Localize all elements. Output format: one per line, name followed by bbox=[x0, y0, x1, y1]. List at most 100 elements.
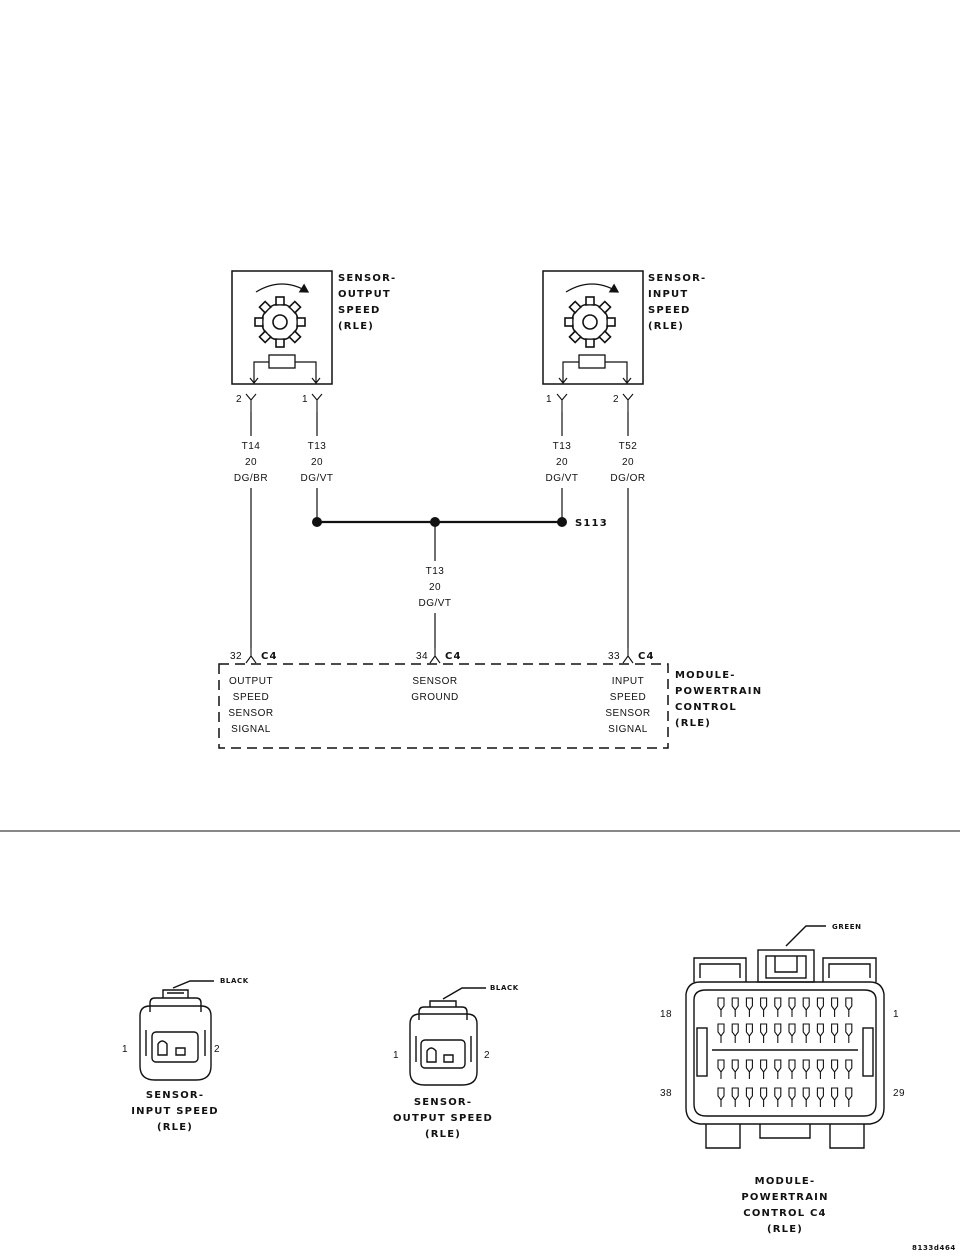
cavity-terminal bbox=[845, 1087, 853, 1107]
connector-terminal bbox=[622, 393, 634, 412]
pcm-c4-connector-view: GREEN 18 1 38 29 MODULE- POWERTRAIN CONT… bbox=[660, 923, 905, 1235]
cavity-terminal bbox=[774, 997, 782, 1017]
input-sensor-title: (RLE) bbox=[648, 321, 684, 332]
pin-function: SENSOR bbox=[228, 708, 273, 719]
output-speed-sensor: SENSOR- OUTPUT SPEED (RLE) 2 1 bbox=[231, 270, 395, 412]
connector-title: INPUT SPEED bbox=[131, 1106, 219, 1117]
cavity-terminal bbox=[816, 1059, 824, 1079]
cavity-label: 18 bbox=[660, 1009, 672, 1020]
input-sensor-title: SENSOR- bbox=[648, 273, 706, 284]
cavity-terminal bbox=[788, 1087, 796, 1107]
cavity-terminal bbox=[831, 1023, 839, 1043]
cavity-terminal bbox=[816, 1087, 824, 1107]
pin-number: 2 bbox=[613, 394, 619, 405]
cavity-terminal bbox=[717, 997, 725, 1017]
cavity-terminal bbox=[760, 1059, 768, 1079]
cavity-terminal bbox=[845, 1059, 853, 1079]
cavity-terminal bbox=[831, 1059, 839, 1079]
cavity-terminal bbox=[845, 1023, 853, 1043]
cavity-terminal bbox=[831, 997, 839, 1017]
wire-gauge: 20 bbox=[556, 457, 568, 468]
pin-function: SENSOR bbox=[412, 676, 457, 687]
module-title: CONTROL bbox=[675, 702, 737, 713]
gear-icon bbox=[254, 296, 306, 348]
connector-id: C4 bbox=[445, 651, 462, 662]
cavity-terminal bbox=[845, 997, 853, 1017]
splice-dot bbox=[430, 517, 440, 527]
input-speed-sensor: SENSOR- INPUT SPEED (RLE) 1 2 bbox=[542, 270, 706, 412]
pin-number: 34 bbox=[416, 651, 428, 662]
connector-title: CONTROL C4 bbox=[743, 1208, 826, 1219]
splice-label: S113 bbox=[575, 518, 608, 529]
cavity-terminal bbox=[802, 1059, 810, 1079]
connector-id: C4 bbox=[261, 651, 278, 662]
pin-function: SPEED bbox=[610, 692, 646, 703]
output-sensor-title: (RLE) bbox=[338, 321, 374, 332]
pcm-pin-grid bbox=[717, 997, 853, 1107]
wire-circuit: T14 bbox=[242, 441, 261, 452]
cavity-label: 1 bbox=[893, 1009, 899, 1020]
wire-circuit: T52 bbox=[619, 441, 638, 452]
pin-number: 1 bbox=[546, 394, 552, 405]
cavity-label: 29 bbox=[893, 1088, 905, 1099]
cavity-terminal bbox=[731, 1059, 739, 1079]
pin-function: INPUT bbox=[612, 676, 645, 687]
cavity-terminal bbox=[788, 1059, 796, 1079]
cavity-terminal bbox=[816, 997, 824, 1017]
connector-color: GREEN bbox=[832, 923, 862, 931]
cavity-terminal bbox=[802, 1087, 810, 1107]
wire-circuit: T13 bbox=[426, 566, 445, 577]
module-title: MODULE- bbox=[675, 670, 736, 681]
pin-number: 2 bbox=[484, 1050, 490, 1061]
connector-title: (RLE) bbox=[767, 1224, 803, 1235]
pin-number: 1 bbox=[302, 394, 308, 405]
pin-function: SIGNAL bbox=[608, 724, 648, 735]
wire-gauge: 20 bbox=[311, 457, 323, 468]
pin-number: 2 bbox=[236, 394, 242, 405]
cavity-terminal bbox=[774, 1023, 782, 1043]
cavity-terminal bbox=[745, 997, 753, 1017]
cavity-terminal bbox=[774, 1059, 782, 1079]
wire-color: DG/VT bbox=[418, 598, 451, 609]
cavity-terminal bbox=[717, 1087, 725, 1107]
cavity-terminal bbox=[745, 1087, 753, 1107]
connector-id: C4 bbox=[638, 651, 655, 662]
module-title: (RLE) bbox=[675, 718, 711, 729]
wire-gauge: 20 bbox=[622, 457, 634, 468]
wire-color: DG/VT bbox=[545, 473, 578, 484]
input-sensor-title: SPEED bbox=[648, 305, 691, 316]
connector-terminal bbox=[245, 393, 257, 412]
wire-circuit: T13 bbox=[308, 441, 327, 452]
wire-gauge: 20 bbox=[429, 582, 441, 593]
cavity-terminal bbox=[774, 1087, 782, 1107]
cavity-terminal bbox=[731, 1023, 739, 1043]
connector-terminal bbox=[622, 648, 634, 664]
wire-color: DG/VT bbox=[300, 473, 333, 484]
gear-icon bbox=[564, 296, 616, 348]
cavity-terminal bbox=[788, 1023, 796, 1043]
connector-terminal bbox=[245, 648, 257, 664]
wire-color: DG/BR bbox=[234, 473, 268, 484]
connector-terminal bbox=[429, 648, 441, 664]
splice-dot bbox=[312, 517, 322, 527]
splice-dot bbox=[557, 517, 567, 527]
cavity-terminal bbox=[717, 1023, 725, 1043]
splice-dots bbox=[312, 517, 567, 527]
wire-labels: T14 20 DG/BR T13 20 DG/VT T13 20 DG/VT T… bbox=[234, 441, 645, 609]
output-sensor-connector-view: BLACK 1 2 SENSOR- OUTPUT SPEED (RLE) bbox=[393, 984, 518, 1140]
cavity-terminal bbox=[816, 1023, 824, 1043]
wire-circuit: T13 bbox=[553, 441, 572, 452]
cavity-terminal bbox=[760, 997, 768, 1017]
cavity-terminal bbox=[731, 1087, 739, 1107]
connector-color: BLACK bbox=[220, 977, 249, 985]
connector-terminal bbox=[556, 393, 568, 412]
cavity-terminal bbox=[745, 1059, 753, 1079]
cavity-terminal bbox=[745, 1023, 753, 1043]
input-sensor-title: INPUT bbox=[648, 289, 688, 300]
pin-function: OUTPUT bbox=[229, 676, 273, 687]
connector-terminal bbox=[311, 393, 323, 412]
cavity-terminal bbox=[760, 1023, 768, 1043]
cavity-terminal bbox=[731, 997, 739, 1017]
input-sensor-connector-view: BLACK 1 2 SENSOR- INPUT SPEED (RLE) bbox=[122, 977, 249, 1133]
